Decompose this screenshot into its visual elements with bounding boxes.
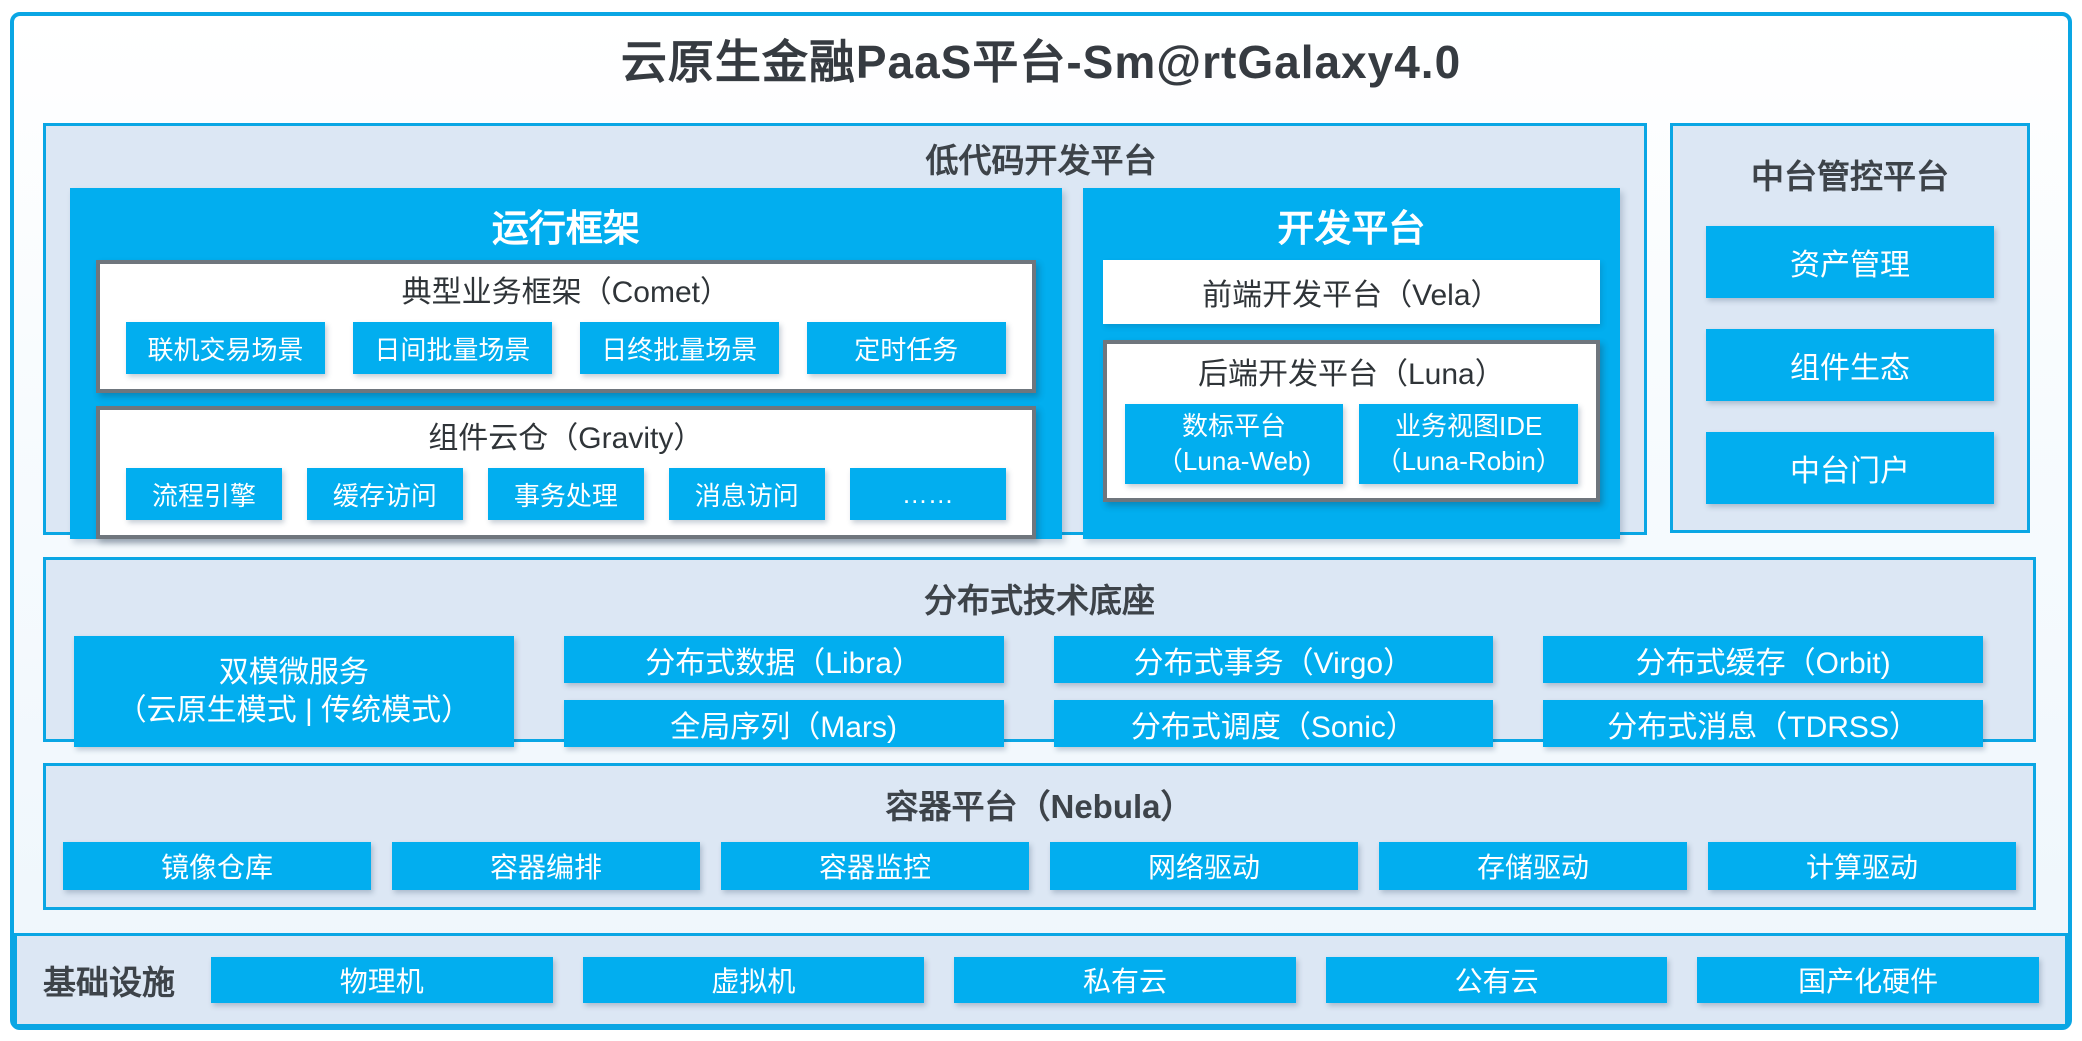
panel-low-code: 低代码开发平台 运行框架 典型业务框架（Comet） 联机交易场景 日间批量场景… <box>43 123 1647 539</box>
luna-items: 数标平台 （Luna-Web) 业务视图IDE （Luna-Robin） <box>1124 404 1578 484</box>
container-platform-items: 镜像仓库 容器编排 容器监控 网络驱动 存储驱动 计算驱动 <box>63 842 2016 890</box>
luna-title: 后端开发平台（Luna） <box>1197 358 1505 391</box>
dev-platform-box: 开发平台 前端开发平台（Vela） 后端开发平台（Luna） 数标平台 （Lun… <box>1082 188 1620 539</box>
comet-item-online-trade: 联机交易场景 <box>126 322 325 374</box>
comet-item-eod-batch: 日终批量场景 <box>579 322 779 374</box>
infra-item-virtual-machine: 虚拟机 <box>582 957 925 1003</box>
gravity-title: 组件云仓（Gravity） <box>428 422 704 455</box>
low-code-content: 运行框架 典型业务框架（Comet） 联机交易场景 日间批量场景 日终批量场景 … <box>46 186 1644 557</box>
distributed-title: 分布式技术底座 <box>924 582 1155 619</box>
panel-mid-control: 中台管控平台 资产管理 组件生态 中台门户 <box>1670 123 2030 533</box>
dist-item-scheduler-sonic: 分布式调度（Sonic） <box>1053 700 1494 747</box>
dual-mode-microservice-box: 双模微服务 （云原生模式 | 传统模式） <box>74 636 514 747</box>
runtime-framework-title: 运行框架 <box>491 208 640 249</box>
comet-item-scheduled-task: 定时任务 <box>806 322 1006 374</box>
dist-item-transaction-virgo: 分布式事务（Virgo） <box>1053 636 1494 683</box>
vela-box: 前端开发平台（Vela） <box>1102 260 1600 324</box>
container-item-compute-driver: 计算驱动 <box>1708 842 2016 890</box>
infra-item-domestic-hardware: 国产化硬件 <box>1697 957 2039 1003</box>
infra-item-private-cloud: 私有云 <box>954 957 1296 1003</box>
comet-items: 联机交易场景 日间批量场景 日终批量场景 定时任务 <box>126 322 1006 374</box>
dual-mode-line2: （云原生模式 | 传统模式） <box>116 693 472 727</box>
luna-item-web-line1: 数标平台 <box>1181 411 1286 441</box>
gravity-item-cache-access: 缓存访问 <box>306 468 463 520</box>
comet-box: 典型业务框架（Comet） 联机交易场景 日间批量场景 日终批量场景 定时任务 <box>96 260 1036 393</box>
luna-item-robin-line1: 业务视图IDE <box>1394 411 1543 441</box>
gravity-items: 流程引擎 缓存访问 事务处理 消息访问 …… <box>126 468 1006 520</box>
gravity-item-process-engine: 流程引擎 <box>126 468 282 520</box>
distributed-grid: 双模微服务 （云原生模式 | 传统模式） 分布式数据（Libra） 分布式事务（… <box>74 636 1983 747</box>
container-item-image-registry: 镜像仓库 <box>63 842 371 890</box>
dist-item-data-libra: 分布式数据（Libra） <box>563 636 1004 683</box>
gravity-item-more: …… <box>849 468 1006 520</box>
runtime-framework-box: 运行框架 典型业务框架（Comet） 联机交易场景 日间批量场景 日终批量场景 … <box>70 188 1062 539</box>
gravity-item-message-access: 消息访问 <box>668 468 825 520</box>
container-item-orchestration: 容器编排 <box>392 842 700 890</box>
gravity-item-transaction: 事务处理 <box>487 468 644 520</box>
mid-item-portal: 中台门户 <box>1706 432 1994 504</box>
container-platform-title: 容器平台（Nebula） <box>885 788 1194 825</box>
low-code-title: 低代码开发平台 <box>925 142 1157 179</box>
dual-mode-line1: 双模微服务 <box>218 655 369 689</box>
gravity-box: 组件云仓（Gravity） 流程引擎 缓存访问 事务处理 消息访问 …… <box>96 406 1036 539</box>
container-item-monitoring: 容器监控 <box>721 842 1029 890</box>
dist-item-cache-orbit: 分布式缓存（Orbit) <box>1543 636 1983 683</box>
dist-item-sequence-mars: 全局序列（Mars) <box>563 700 1004 747</box>
luna-item-web-line2: （Luna-Web) <box>1156 446 1312 476</box>
dist-item-message-tdrss: 分布式消息（TDRSS） <box>1543 700 1983 747</box>
luna-item-web: 数标平台 （Luna-Web) <box>1124 404 1344 484</box>
infrastructure-title: 基础设施 <box>43 964 175 1001</box>
dev-platform-title: 开发平台 <box>1277 208 1426 249</box>
infra-item-physical-machine: 物理机 <box>211 957 553 1003</box>
page-title: 云原生金融PaaS平台-Sm@rtGalaxy4.0 <box>620 36 1462 88</box>
luna-item-robin-line2: （Luna-Robin） <box>1375 446 1562 476</box>
infra-item-public-cloud: 公有云 <box>1325 957 1668 1003</box>
comet-item-daytime-batch: 日间批量场景 <box>352 322 552 374</box>
luna-item-robin: 业务视图IDE （Luna-Robin） <box>1359 404 1578 484</box>
mid-control-items: 资产管理 组件生态 中台门户 <box>1706 226 1994 504</box>
container-item-storage-driver: 存储驱动 <box>1379 842 1687 890</box>
container-item-network-driver: 网络驱动 <box>1050 842 1358 890</box>
panel-infrastructure: 基础设施 物理机 虚拟机 私有云 公有云 国产化硬件 <box>14 933 2068 1027</box>
panel-container-platform: 容器平台（Nebula） 镜像仓库 容器编排 容器监控 网络驱动 存储驱动 计算… <box>43 763 2036 910</box>
luna-box: 后端开发平台（Luna） 数标平台 （Luna-Web) 业务视图IDE （Lu… <box>1102 340 1600 502</box>
comet-title: 典型业务框架（Comet） <box>401 276 730 309</box>
mid-control-title: 中台管控平台 <box>1751 158 1949 195</box>
mid-item-asset-management: 资产管理 <box>1706 226 1994 298</box>
mid-item-component-ecosystem: 组件生态 <box>1706 329 1994 401</box>
panel-distributed-base: 分布式技术底座 双模微服务 （云原生模式 | 传统模式） 分布式数据（Libra… <box>43 557 2036 747</box>
